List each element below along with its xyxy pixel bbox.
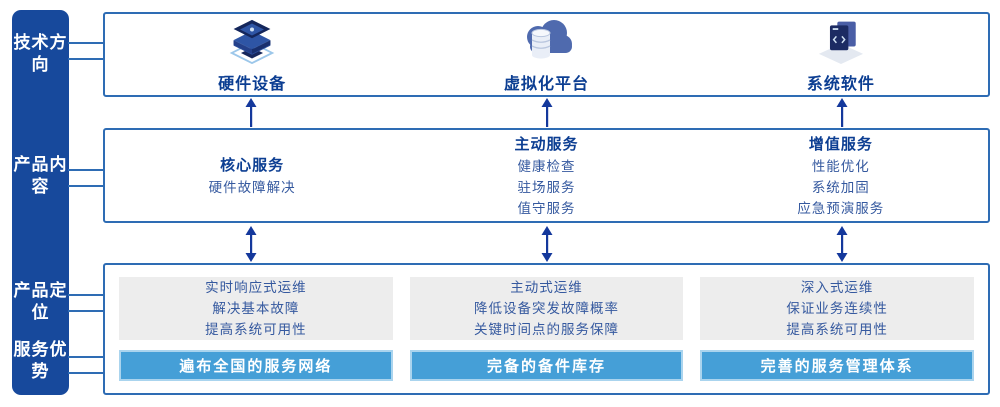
positioning-col-proactive: 主动式运维 降低设备突发故障概率 关键时间点的服务保障 完备的备件库存 [409,277,684,381]
tech-label-hardware: 硬件设备 [218,75,287,93]
connector-line [68,356,104,358]
advantage-bar: 遍布全国的服务网络 [119,350,393,381]
service-item: 健康检查 [517,158,576,174]
service-title: 增值服务 [808,135,873,153]
tech-col-virtualization: 虚拟化平台 [399,14,693,95]
positioning-col-realtime: 实时响应式运维 解决基本故障 提高系统可用性 遍布全国的服务网络 [119,277,393,381]
product-positioning-frame: 实时响应式运维 解决基本故障 提高系统可用性 遍布全国的服务网络 主动式运维 降… [103,263,990,395]
up-arrow [243,98,259,127]
up-arrow [539,98,555,127]
positioning-panel: 深入式运维 保证业务连续性 提高系统可用性 [700,277,975,340]
code-window-icon [813,18,869,69]
connector-line [68,185,104,187]
connector-line [68,58,104,60]
connector-line [68,310,104,312]
advantage-bar: 完备的备件库存 [409,350,684,381]
positioning-line: 降低设备突发故障概率 [474,301,619,316]
tech-col-hardware: 硬件设备 [105,14,399,95]
service-col-core: 核心服务 硬件故障解决 [105,130,399,221]
service-title: 核心服务 [220,156,285,174]
service-item: 硬件故障解决 [208,179,296,195]
cloud-database-icon [517,18,575,69]
advantage-bar: 完善的服务管理体系 [700,350,975,381]
positioning-line: 提高系统可用性 [205,322,307,337]
service-item: 驻场服务 [517,179,576,195]
connector-line [68,169,104,171]
server-stack-icon [224,18,280,69]
service-title: 主动服务 [514,135,579,153]
positioning-col-deep: 深入式运维 保证业务连续性 提高系统可用性 完善的服务管理体系 [700,277,975,381]
tech-label-virtualization: 虚拟化平台 [503,75,589,93]
positioning-line: 提高系统可用性 [786,322,888,337]
positioning-line: 保证业务连续性 [786,301,888,316]
positioning-panel: 主动式运维 降低设备突发故障概率 关键时间点的服务保障 [409,277,684,340]
sidebar-label-product-content: 产品内容 [13,155,68,197]
positioning-line: 实时响应式运维 [205,280,307,295]
positioning-panel: 实时响应式运维 解决基本故障 提高系统可用性 [119,277,393,340]
sidebar-label-tech-direction: 技术方向 [13,33,68,75]
product-content-frame: 核心服务 硬件故障解决 主动服务 健康检查 驻场服务 值守服务 增值服务 性能优… [103,128,990,223]
connector-line [68,294,104,296]
tech-col-system-software: 系统软件 [694,14,988,95]
tech-label-system-software: 系统软件 [806,75,875,93]
positioning-line: 解决基本故障 [212,301,300,316]
sidebar-label-product-positioning: 产品定位 [13,281,68,323]
double-arrow [243,226,259,262]
service-item: 系统加固 [811,179,870,195]
sidebar-label-service-advantage: 服务优势 [13,340,68,382]
category-sidebar: 技术方向 产品内容 产品定位 服务优势 [12,10,69,395]
service-col-value-added: 增值服务 性能优化 系统加固 应急预演服务 [694,130,988,221]
double-arrow [834,226,850,262]
tech-direction-frame: 硬件设备 虚拟化平台 [103,12,990,97]
positioning-line: 关键时间点的服务保障 [474,322,619,337]
up-arrow [834,98,850,127]
positioning-line: 主动式运维 [510,280,583,295]
service-col-proactive: 主动服务 健康检查 驻场服务 值守服务 [399,130,693,221]
service-item: 值守服务 [517,200,576,216]
double-arrow [539,226,555,262]
connector-line [68,372,104,374]
positioning-line: 深入式运维 [800,280,874,295]
service-item: 性能优化 [811,158,870,174]
connector-line [68,42,104,44]
service-item: 应急预演服务 [797,200,885,216]
